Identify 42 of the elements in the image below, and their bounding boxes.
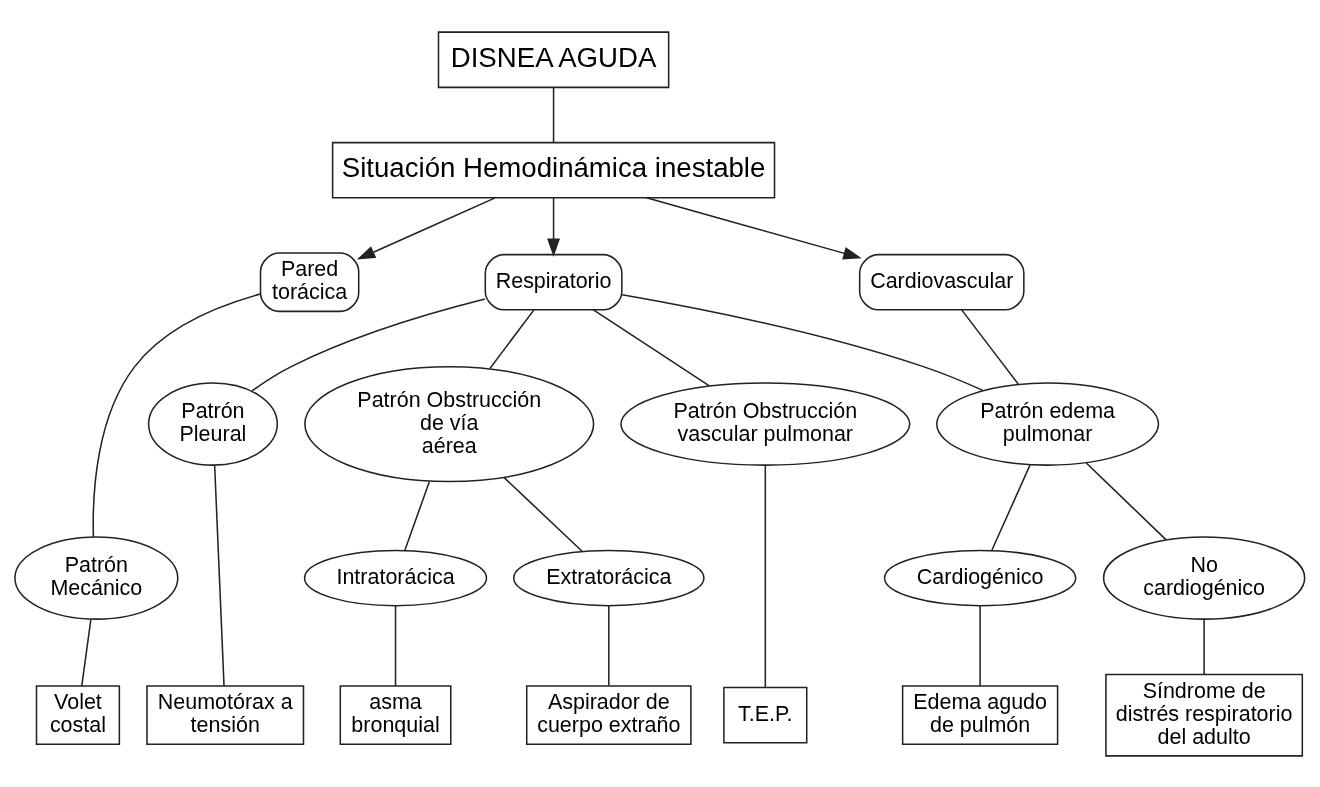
connector [503, 476, 583, 552]
connector [1085, 461, 1167, 540]
node-box: Pared torácica [259, 251, 360, 312]
connector [489, 308, 535, 369]
node-box: Volet costal [35, 684, 121, 745]
connector [960, 308, 1019, 385]
connector [621, 293, 984, 391]
connector [552, 86, 555, 143]
connector [394, 604, 397, 687]
connector [979, 604, 981, 687]
node-box: T.E.P. [723, 686, 808, 744]
node-box: Situación Hemodinámica inestable [331, 141, 776, 199]
connector [991, 463, 1031, 551]
node-box: Edema agudo de pulmón [901, 684, 1059, 745]
node-box: Respiratorio [484, 253, 623, 311]
connector [592, 308, 711, 387]
node-ellipse: Extratorácica [512, 549, 705, 606]
connector [213, 464, 225, 686]
arrow [645, 196, 862, 259]
node-ellipse: Intratorácica [303, 549, 488, 606]
node-box: asma bronquial [339, 684, 452, 745]
node-ellipse: Patrón Obstrucción de vía aérea [304, 365, 595, 482]
node-box: Cardiovascular [858, 253, 1025, 311]
node-box: DISNEA AGUDA [437, 30, 670, 88]
arrow [356, 196, 496, 260]
connector [92, 292, 262, 537]
node-ellipse: Cardiogénico [883, 549, 1077, 606]
connector [404, 480, 431, 551]
node-ellipse: Patrón Pleural [147, 381, 279, 466]
connector [251, 297, 486, 392]
node-box: Síndrome de distrés respiratorio del adulto [1105, 673, 1304, 757]
node-ellipse: Patrón edema pulmonar [936, 381, 1160, 466]
node-box: Neumotórax a tensión [146, 684, 305, 745]
connector [81, 618, 92, 687]
arrow [547, 196, 560, 257]
connector [608, 604, 610, 687]
node-ellipse: No cardiogénico [1102, 535, 1306, 620]
connector [764, 464, 767, 688]
node-ellipse: Patrón Obstrucción vascular pulmonar [620, 381, 911, 466]
node-ellipse: Patrón Mecánico [14, 535, 179, 620]
connector [1203, 618, 1205, 675]
node-box: Aspirador de cuerpo extraño [525, 684, 692, 745]
